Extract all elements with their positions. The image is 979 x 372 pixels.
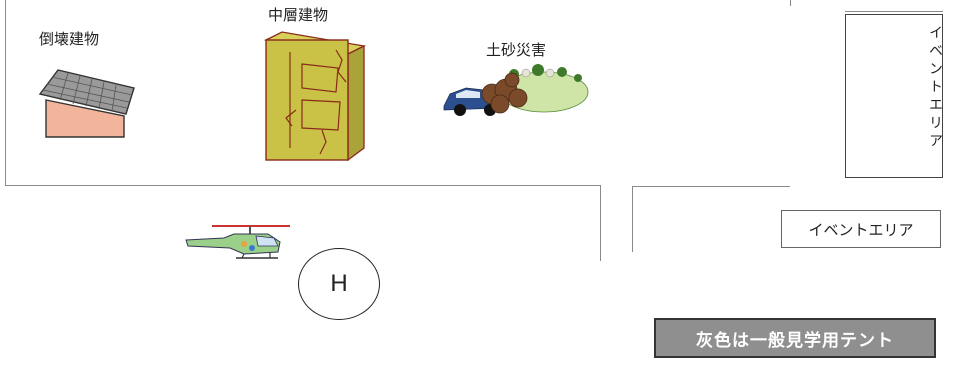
helicopter-icon — [185, 225, 290, 259]
boundary-right-vertical — [632, 186, 633, 252]
boundary-right-short-horizontal — [632, 186, 790, 187]
helipad-marker: H — [298, 248, 380, 320]
midrise-building-label: 中層建物 — [268, 6, 329, 24]
midrise-building-icon — [263, 31, 367, 162]
landslide-label: 土砂災害 — [486, 41, 547, 59]
landslide-car-icon — [443, 64, 589, 116]
event-area-horizontal-box: イベントエリア — [781, 210, 941, 248]
boundary-left-vertical — [5, 0, 6, 186]
boundary-inner-vertical — [600, 185, 601, 261]
event-area-vertical-label: イベントエリア — [927, 25, 943, 151]
collapsed-building-icon — [38, 69, 135, 138]
boundary-right-edge — [790, 0, 791, 6]
collapsed-building-label: 倒壊建物 — [39, 30, 100, 48]
boundary-upper-horizontal — [5, 185, 601, 186]
event-area-vertical-box: イベントエリア — [845, 14, 943, 178]
boundary-top-right-short — [845, 11, 943, 12]
legend-gray-tent-box: 灰色は一般見学用テント — [654, 318, 936, 358]
